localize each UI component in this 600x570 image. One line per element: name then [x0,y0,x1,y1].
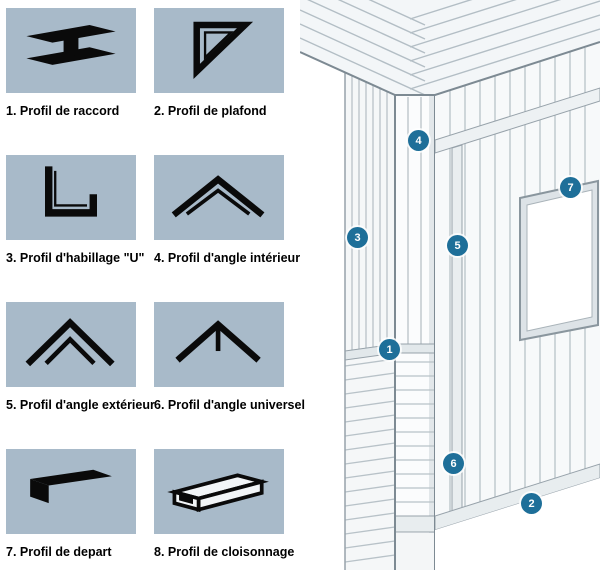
marker-2: 2 [521,493,542,514]
profile-tile [6,449,136,534]
legend-item-label: 3. Profil d'habillage "U" [6,251,145,265]
profile-tile [154,8,284,93]
legend-item-label: 1. Profil de raccord [6,104,120,118]
baseboard-right [435,463,600,531]
profil-de-plafond-icon [193,21,254,79]
profil-de-depart-icon [30,469,112,503]
profil-de-cloisonnage-icon [167,472,269,512]
marker-5: 5 [447,235,468,256]
cornice-trim [435,87,600,154]
legend-item-profil-angle-interieur: 4. Profil d'angle intérieur [154,155,300,275]
profil-angle-interieur-icon [171,174,265,217]
legend-item-profil-angle-universel: 6. Profil d'angle universel [154,302,305,422]
corner-pillar [394,95,436,570]
legend-item-profil-de-depart: 7. Profil de depart [6,449,144,569]
baseboard-corner [394,515,436,533]
marker-6: 6 [443,453,464,474]
ceiling-junction [300,41,600,96]
legend-item-label: 6. Profil d'angle universel [154,398,305,412]
legend-item-label: 8. Profil de cloisonnage [154,545,295,559]
panelled-room-drawing [300,0,600,570]
legend-item-label: 4. Profil d'angle intérieur [154,251,301,265]
profile-tile [6,8,136,93]
profil-habillage-u-icon [45,165,97,217]
legend-item-profil-de-cloisonnage: 8. Profil de cloisonnage [154,449,294,569]
profile-tile [6,302,136,387]
marker-3: 3 [347,227,368,248]
profile-tile [154,302,284,387]
left-wall [345,73,395,570]
window [519,179,599,342]
legend-item-label: 5. Profil d'angle extérieur [6,398,155,412]
legend-item-profil-de-plafond: 2. Profil de plafond [154,8,292,128]
legend-item-profil-de-raccord: 1. Profil de raccord [6,8,144,128]
legend-item-profil-angle-exterieur: 5. Profil d'angle extérieur [6,302,155,422]
profil-angle-exterieur-icon [25,317,115,366]
legend-item-label: 7. Profil de depart [6,545,112,559]
profile-tile [154,155,284,240]
marker-7: 7 [560,177,581,198]
marker-4: 4 [408,130,429,151]
profil-angle-universel-icon [175,319,261,363]
profile-tile [6,155,136,240]
wall-illustration: 1 2 3 4 5 6 7 [300,0,600,570]
floor [435,478,600,570]
legend-item-label: 2. Profil de plafond [154,104,267,118]
legend-item-profil-habillage-u: 3. Profil d'habillage "U" [6,155,144,275]
profil-de-raccord-icon [26,24,116,65]
right-wall [435,42,600,570]
profiles-legend: 1. Profil de raccord 2. Profil de plafon… [0,0,305,569]
marker-1: 1 [379,339,400,360]
profile-tile [154,449,284,534]
chair-rail-corner [394,343,436,354]
